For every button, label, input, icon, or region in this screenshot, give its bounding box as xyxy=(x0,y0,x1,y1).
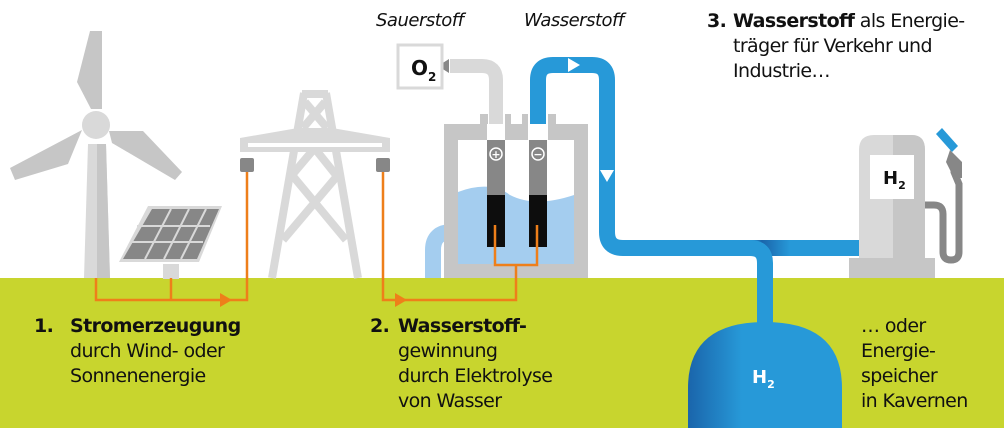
minus-icon xyxy=(531,147,545,161)
flow-arrow-right-icon xyxy=(568,58,580,72)
cavern-storage-tank xyxy=(688,322,842,428)
storage-line-4: in Kavernen xyxy=(861,390,968,412)
step-3-title: Wasserstoff xyxy=(733,10,855,32)
hydrogen-pipe xyxy=(530,57,860,256)
step-1-line-1: durch Wind- oder xyxy=(70,340,225,362)
electrolyzer xyxy=(444,114,588,278)
step-1-title: Stromerzeugung xyxy=(70,315,241,337)
wire-arrow-2 xyxy=(395,293,407,307)
flow-arrow-down-icon xyxy=(600,170,614,182)
plus-icon xyxy=(489,147,503,161)
step-2-line-3: von Wasser xyxy=(398,390,502,412)
insulator-right xyxy=(376,158,390,172)
o2-symbol: O xyxy=(411,56,428,80)
tank-h-symbol: H xyxy=(752,367,767,388)
tank-h2-label: H2 xyxy=(752,367,775,391)
tank-h-subscript: 2 xyxy=(767,378,775,391)
step-3-caption: 3. Wasserstoff als Energie- träger für V… xyxy=(707,9,1004,84)
step-2-caption: 2. Wasserstoff- gewinnung durch Elektrol… xyxy=(370,314,630,414)
storage-line-2: Energie- xyxy=(861,340,936,362)
pump-h2-label: H2 xyxy=(883,168,906,192)
insulator-left xyxy=(240,158,254,172)
step-1-line-2: Sonnenenergie xyxy=(70,365,206,387)
step-2-number: 2. xyxy=(370,315,390,337)
anode-symbol: + xyxy=(491,148,500,161)
cathode: − xyxy=(529,140,547,247)
hydrogen-heading: Wasserstoff xyxy=(524,10,624,31)
storage-line-3: speicher xyxy=(861,365,938,387)
step-3-number: 3. xyxy=(707,10,727,32)
anode: + xyxy=(487,140,505,247)
step-3-line-2: Industrie… xyxy=(733,60,830,82)
pump-h-symbol: H xyxy=(883,168,898,189)
power-pylon-icon xyxy=(240,90,390,279)
step-1-caption: 1. Stromerzeugung durch Wind- oder Sonne… xyxy=(34,314,294,389)
pump-h-subscript: 2 xyxy=(898,179,906,192)
step-2-line-1: gewinnung xyxy=(398,340,498,362)
oxygen-pipe xyxy=(450,59,503,124)
step-2-line-2: durch Elektrolyse xyxy=(398,365,553,387)
o2-subscript: 2 xyxy=(428,70,436,84)
o2-label: O2 xyxy=(411,56,436,84)
hydrogen-down-pipe xyxy=(749,240,773,340)
storage-caption: … oder Energie- speicher in Kavernen xyxy=(861,314,1004,414)
hydrogen-fuel-pump-icon xyxy=(849,128,963,278)
step-3-title-rest: als Energie- xyxy=(854,10,965,32)
storage-line-1: … oder xyxy=(861,315,926,337)
wire-arrow-1 xyxy=(220,293,232,307)
wind-turbine-icon xyxy=(10,31,182,278)
oxygen-heading: Sauerstoff xyxy=(376,10,464,31)
step-2-title: Wasserstoff- xyxy=(398,315,527,337)
o2-box xyxy=(396,43,444,90)
cathode-symbol: − xyxy=(533,148,542,161)
step-3-line-1: träger für Verkehr und xyxy=(733,35,933,57)
step-1-number: 1. xyxy=(34,315,54,337)
solar-panel-icon xyxy=(119,206,222,279)
